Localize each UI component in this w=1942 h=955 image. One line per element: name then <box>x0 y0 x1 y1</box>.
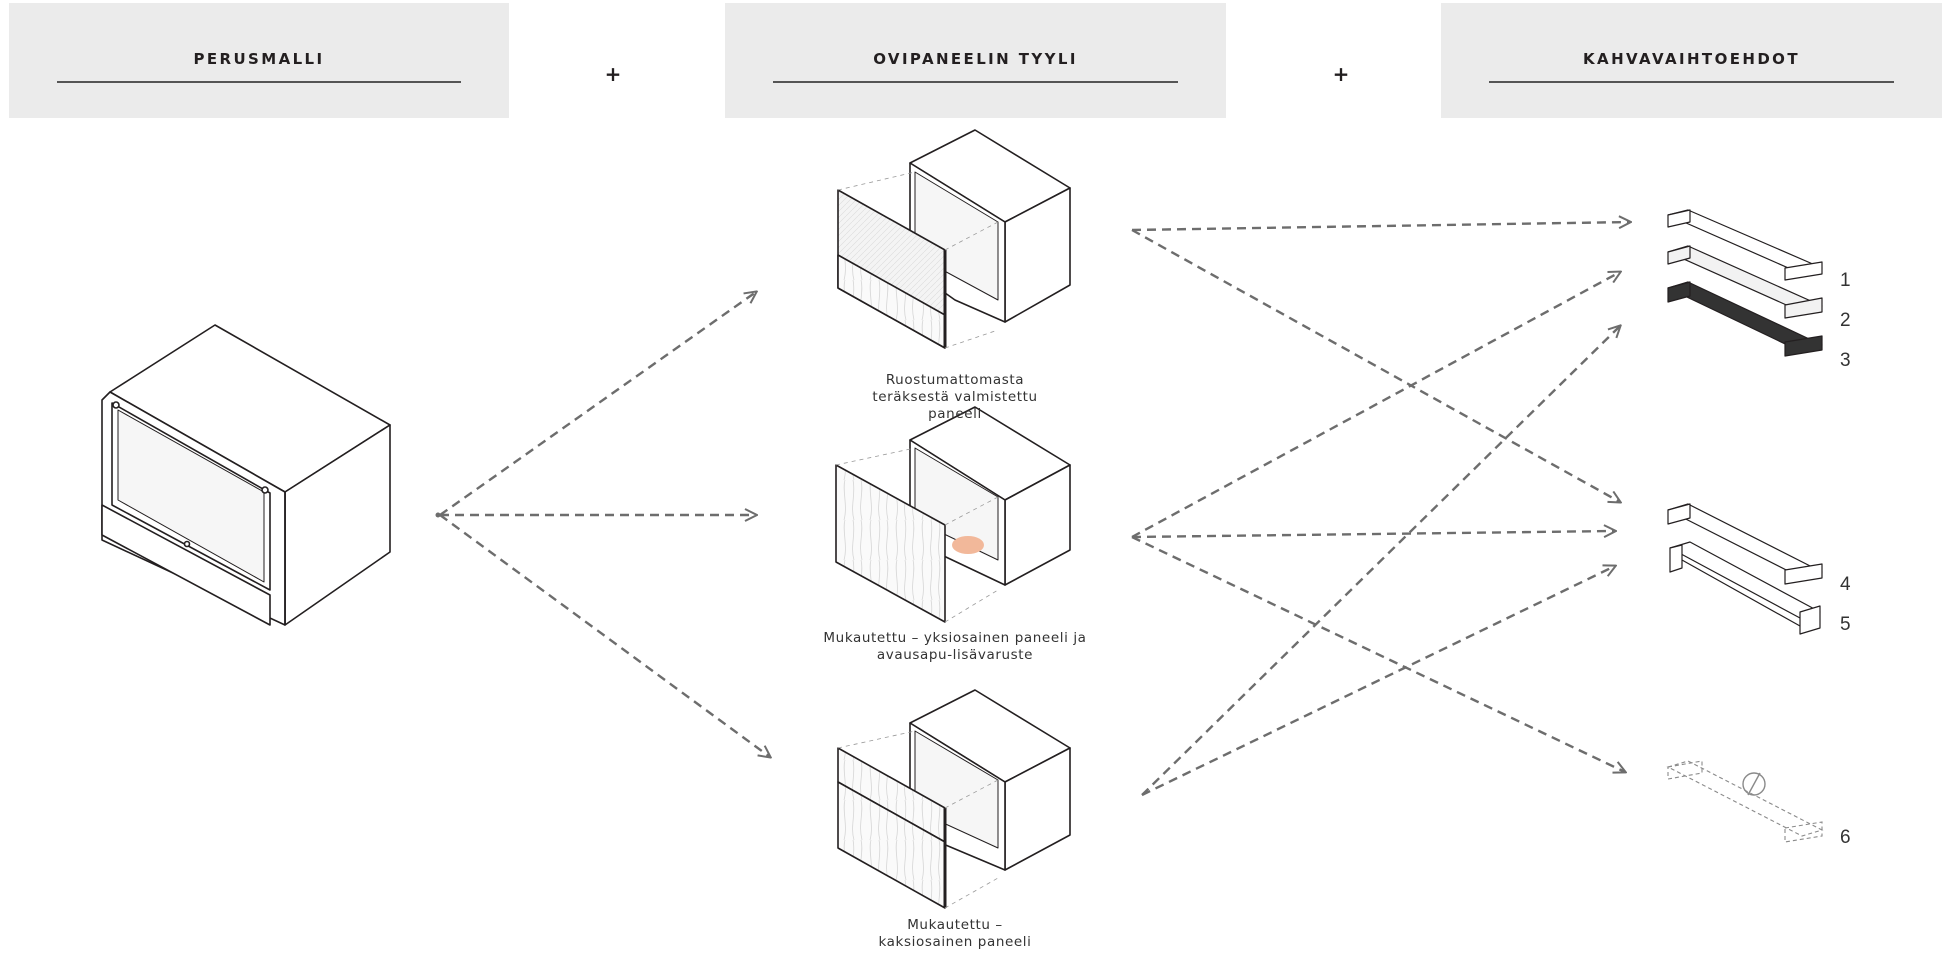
panel-single-piece-custom <box>835 406 1071 623</box>
caption-line: Ruostumattomasta <box>885 372 1025 388</box>
plus-sign: + <box>604 62 622 86</box>
caption-line: paneeli <box>928 406 982 422</box>
header-door-panel-style: OVIPANEELIN TYYLI <box>725 3 1226 118</box>
caption-two-piece-panel: Mukautettu – kaksiosainen paneeli <box>845 917 1065 951</box>
caption-line: Mukautettu – <box>907 917 1003 933</box>
header-handle-options: KAHVAVAIHTOEHDOT <box>1441 3 1942 118</box>
arrow-origin-dot <box>435 512 441 518</box>
caption-line: avausapu-lisävaruste <box>876 647 1034 663</box>
header-title-handle-options: KAHVAVAIHTOEHDOT <box>1583 50 1800 68</box>
header-title-door-panel-style: OVIPANEELIN TYYLI <box>873 50 1078 68</box>
handle-number: 5 <box>1840 614 1851 635</box>
header-rule <box>1489 81 1894 83</box>
caption-line: teräksestä valmistettu <box>872 389 1038 405</box>
handle-6 <box>1666 760 1824 843</box>
opening-assist-accessory <box>952 536 984 554</box>
handle-number: 3 <box>1840 350 1851 371</box>
not-available-icon <box>1742 772 1766 796</box>
header-rule <box>57 81 461 83</box>
handle-2 <box>1667 245 1823 319</box>
handle-number: 2 <box>1840 310 1851 331</box>
handle-number: 4 <box>1840 574 1851 595</box>
handle-5 <box>1669 541 1821 635</box>
plus-sign: + <box>1332 62 1350 86</box>
header-base-model: PERUSMALLI <box>9 3 509 118</box>
panel-two-piece-custom <box>837 689 1071 909</box>
header-rule <box>773 81 1178 83</box>
handle-number: 6 <box>1840 827 1851 848</box>
caption-line: kaksiosainen paneeli <box>878 934 1032 950</box>
header-title-base-model: PERUSMALLI <box>193 50 325 68</box>
connector-arrows <box>439 222 1630 797</box>
handle-4 <box>1667 503 1823 585</box>
caption-line: Mukautettu – yksiosainen paneeli ja <box>823 630 1087 646</box>
panel-stainless-steel <box>837 129 1071 349</box>
caption-stainless-steel-panel: Ruostumattomasta teräksestä valmistettu … <box>845 372 1065 423</box>
handle-number: 1 <box>1840 270 1851 291</box>
base-model-appliance <box>101 324 391 626</box>
caption-single-piece-panel: Mukautettu – yksiosainen paneeli ja avau… <box>795 630 1115 664</box>
handle-3 <box>1667 281 1823 357</box>
handle-1 <box>1667 209 1823 281</box>
